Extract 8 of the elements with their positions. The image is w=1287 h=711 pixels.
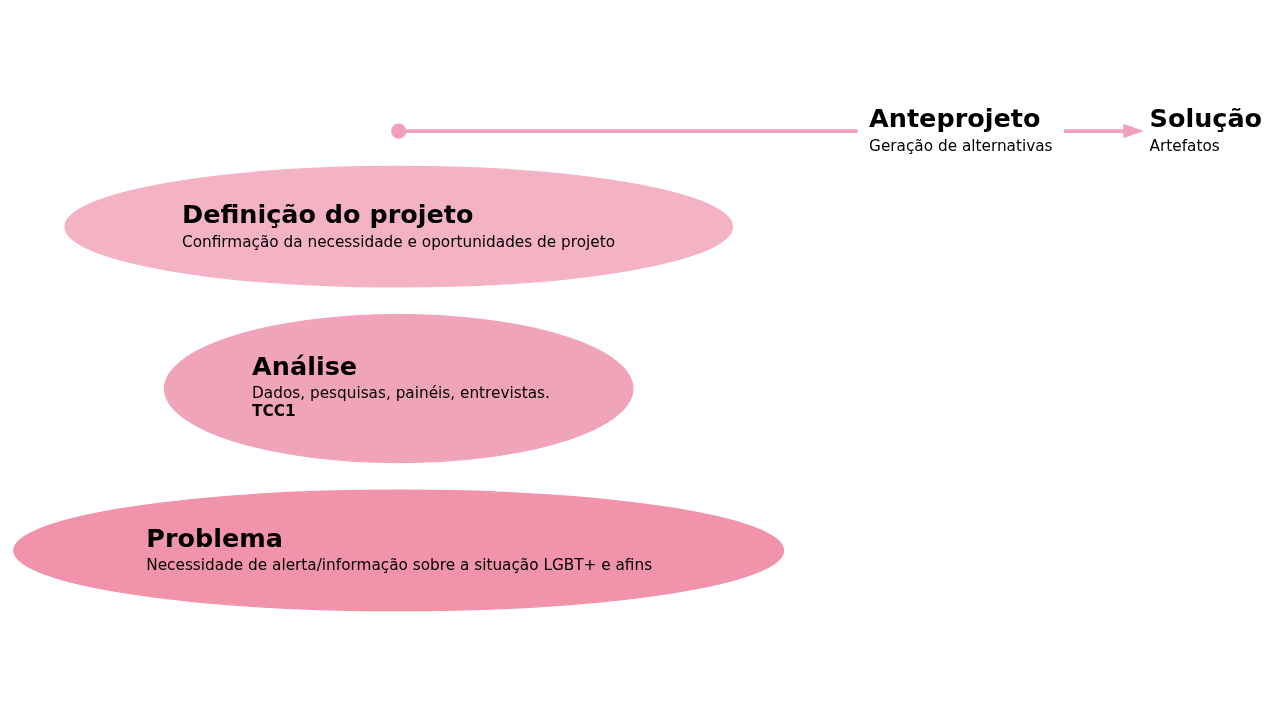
node-circle	[391, 122, 407, 139]
node-text: Anteprojeto Geração de alternativas	[869, 102, 1053, 155]
node-text: Solução Artefatos	[1149, 102, 1263, 155]
arrow	[1064, 123, 1144, 138]
node-ellipse: Problema Necessidade de alerta/informação sobre a situação LGBT+ e afins	[13, 489, 785, 611]
connector	[405, 128, 858, 133]
node-ellipse: Definição do projeto Confirmação da necessidade e oportunidades de projeto	[64, 165, 734, 288]
node-ellipse: Análise Dados, pesquisas, painéis, entrevistas. TCC1	[163, 313, 634, 463]
